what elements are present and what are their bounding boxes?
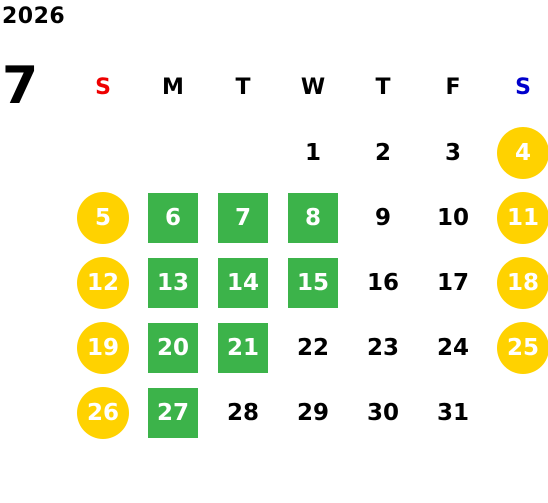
weekend-circle-marker	[497, 256, 548, 309]
weekend-circle-marker	[77, 321, 129, 374]
weekend-circle-marker	[77, 256, 129, 309]
day-number: 12	[86, 269, 119, 296]
weekend-circle-marker	[497, 321, 548, 374]
day-number: 14	[226, 269, 259, 296]
weekend-circle-marker	[77, 386, 129, 439]
day-number: 5	[94, 204, 111, 231]
highlight-square-marker	[218, 192, 268, 243]
day-number: 17	[436, 269, 469, 296]
day-cell-wednesday: 15	[278, 250, 348, 315]
day-cell-saturday: 4	[488, 120, 548, 185]
day-cell-saturday: 18	[488, 250, 548, 315]
day-number: 1	[304, 139, 321, 166]
day-cell-saturday: 25	[488, 315, 548, 380]
empty-day-cell	[208, 120, 278, 185]
day-number: 23	[366, 334, 399, 361]
day-cell-friday: 10	[418, 185, 488, 250]
day-number: 18	[506, 269, 539, 296]
day-number: 28	[226, 399, 259, 426]
empty-day-cell	[68, 120, 138, 185]
empty-day-cell	[488, 380, 548, 445]
day-number: 31	[436, 399, 469, 426]
highlight-square-marker	[218, 257, 268, 308]
highlight-square-marker	[288, 257, 338, 308]
day-cell-thursday: 2	[348, 120, 418, 185]
day-number: 13	[156, 269, 189, 296]
day-cell-monday: 13	[138, 250, 208, 315]
day-number: 22	[296, 334, 329, 361]
weekend-circle-marker	[497, 191, 548, 244]
day-number: 21	[226, 334, 259, 361]
day-number: 26	[86, 399, 119, 426]
day-cell-sunday: 5	[68, 185, 138, 250]
day-number: 4	[514, 139, 531, 166]
weekday-header-wednesday: W	[300, 75, 326, 100]
day-cell-friday: 24	[418, 315, 488, 380]
weekend-circle-marker	[77, 191, 129, 244]
highlight-square-marker	[148, 192, 198, 243]
day-number: 15	[296, 269, 329, 296]
day-cell-monday: 20	[138, 315, 208, 380]
day-number: 27	[156, 399, 189, 426]
day-cell-wednesday: 22	[278, 315, 348, 380]
empty-day-cell	[138, 120, 208, 185]
highlight-square-marker	[288, 192, 338, 243]
day-cell-wednesday: 1	[278, 120, 348, 185]
day-cell-sunday: 26	[68, 380, 138, 445]
day-number: 25	[506, 334, 539, 361]
highlight-square-marker	[218, 322, 268, 373]
weekday-header-saturday: S	[515, 75, 531, 100]
weekday-header-monday: M	[162, 75, 184, 100]
day-cell-friday: 3	[418, 120, 488, 185]
day-cell-sunday: 12	[68, 250, 138, 315]
day-cell-friday: 17	[418, 250, 488, 315]
day-cell-saturday: 11	[488, 185, 548, 250]
highlight-square-marker	[148, 257, 198, 308]
day-cell-thursday: 16	[348, 250, 418, 315]
day-number: 16	[366, 269, 399, 296]
day-cell-sunday: 19	[68, 315, 138, 380]
weekday-header-sunday: S	[95, 75, 111, 100]
weekday-header-tuesday: T	[235, 75, 251, 100]
day-number: 29	[296, 399, 329, 426]
day-number: 2	[374, 139, 391, 166]
day-number: 24	[436, 334, 469, 361]
day-number: 10	[436, 204, 469, 231]
day-cell-thursday: 30	[348, 380, 418, 445]
day-number: 7	[234, 204, 251, 231]
day-cell-tuesday: 21	[208, 315, 278, 380]
day-cell-thursday: 9	[348, 185, 418, 250]
day-cell-tuesday: 7	[208, 185, 278, 250]
day-cell-thursday: 23	[348, 315, 418, 380]
day-cell-tuesday: 14	[208, 250, 278, 315]
day-number: 8	[304, 204, 321, 231]
day-number: 9	[374, 204, 391, 231]
day-cell-friday: 31	[418, 380, 488, 445]
weekday-header-friday: F	[445, 75, 461, 100]
day-cell-tuesday: 28	[208, 380, 278, 445]
day-number: 19	[86, 334, 119, 361]
day-cell-wednesday: 29	[278, 380, 348, 445]
weekday-header-thursday: T	[375, 75, 391, 100]
calendar-year: 2026	[2, 4, 66, 29]
day-number: 3	[444, 139, 461, 166]
day-number: 11	[506, 204, 539, 231]
weekend-circle-marker	[497, 126, 548, 179]
day-cell-monday: 27	[138, 380, 208, 445]
highlight-square-marker	[148, 322, 198, 373]
day-cell-monday: 6	[138, 185, 208, 250]
calendar-month: 7	[2, 56, 39, 116]
day-number: 20	[156, 334, 189, 361]
day-cell-wednesday: 8	[278, 185, 348, 250]
day-number: 6	[164, 204, 181, 231]
day-number: 30	[366, 399, 399, 426]
highlight-square-marker	[148, 387, 198, 438]
